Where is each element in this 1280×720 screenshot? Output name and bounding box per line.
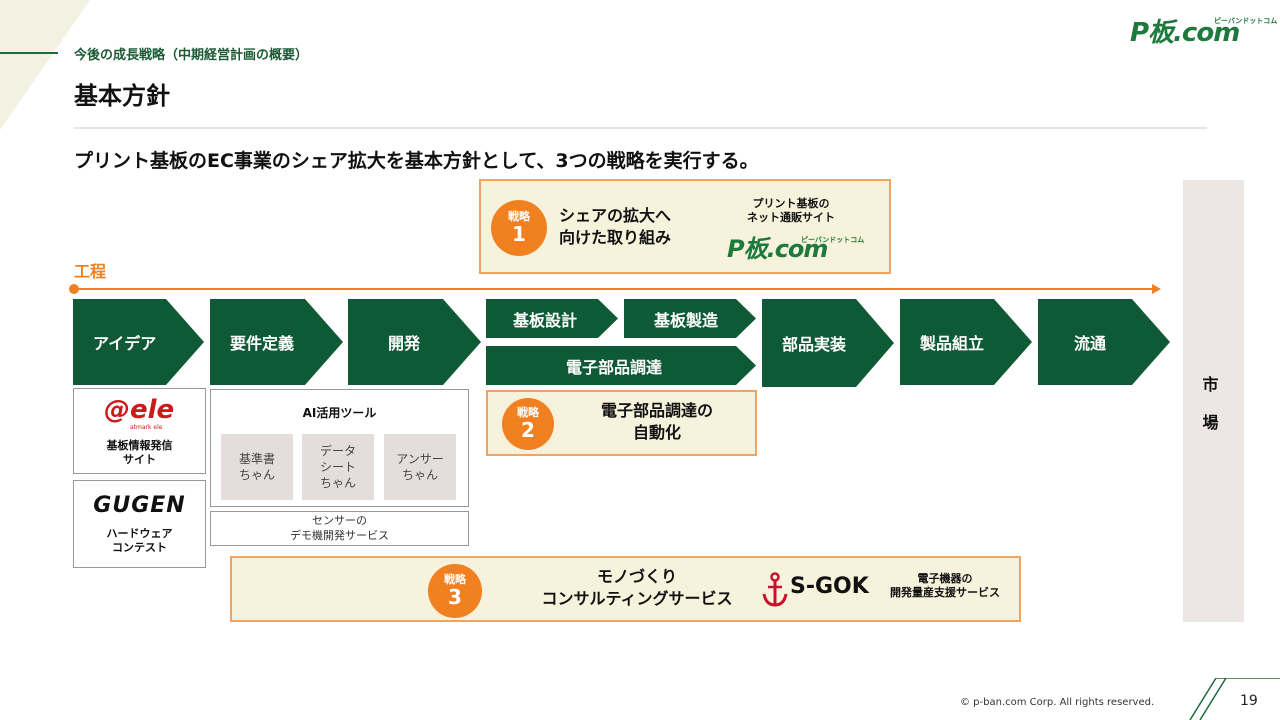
tool-answer: アンサー ちゃん — [384, 434, 456, 500]
title-accent-line — [0, 52, 58, 54]
gugen-caption: ハードウェア コンテスト — [74, 527, 205, 556]
step-parts-procurement-label: 電子部品調達 — [565, 357, 662, 377]
strategy1-badge: 戦略 1 — [491, 200, 547, 256]
sensor-demo-card: センサーの デモ機開発サービス — [210, 511, 469, 546]
atele-logo-sub: atmark ele — [130, 424, 163, 431]
market-label: 市 場 — [1180, 366, 1241, 442]
strategy1-description: プリント基板の ネット通販サイト — [731, 197, 851, 226]
strategy1-title-line1: シェアの拡大へ — [559, 206, 672, 225]
strategy3-description: 電子機器の 開発量産支援サービス — [880, 572, 1010, 601]
step-parts-procurement: 電子部品調達 — [486, 346, 756, 385]
page-title: 基本方針 — [74, 82, 170, 110]
logo-kana: ピーバンドットコム — [1214, 17, 1278, 25]
strategy2-title-line1: 電子部品調達の — [600, 401, 713, 420]
strategy3-title-line1: モノづくり — [596, 567, 677, 586]
sgok-logo: S-GOK — [790, 574, 869, 599]
strategy3-badge-number: 3 — [448, 585, 462, 610]
title-divider — [74, 127, 1207, 129]
strategy3-title-line2: コンサルティングサービス — [541, 588, 733, 608]
atele-caption: 基板情報発信 サイト — [74, 439, 205, 468]
step-development: 開発 — [348, 299, 481, 385]
strategy2-title-line2: 自動化 — [632, 422, 681, 442]
sensor-demo-line1: センサーの — [312, 514, 367, 527]
tool-kijunsho-line2: ちゃん — [238, 468, 275, 482]
market-label-line1: 市 — [1202, 375, 1219, 394]
strategy3-desc-line1: 電子機器の — [917, 572, 973, 585]
strategy2-badge-label: 戦略 — [517, 405, 539, 419]
step-board-design: 基板設計 — [486, 299, 618, 338]
strategy3-badge-label: 戦略 — [444, 572, 466, 586]
step-assembly-label: 製品組立 — [920, 334, 985, 353]
process-arrow-head — [1152, 284, 1161, 294]
tool-answer-line2: ちゃん — [401, 468, 438, 482]
sensor-demo-caption: センサーの デモ機開発サービス — [211, 514, 468, 544]
gugen-logo: GUGEN — [93, 493, 186, 518]
gugen-caption-line2: コンテスト — [112, 541, 167, 555]
tool-datasheet-line3: ちゃん — [319, 476, 356, 491]
strategy1-title-line2: 向けた取り組み — [559, 227, 672, 247]
step-parts-mounting: 部品実装 — [762, 299, 894, 387]
strategy2-badge: 戦略 2 — [502, 398, 554, 450]
tool-kijunsho-line1: 基準書 — [238, 451, 275, 466]
step-idea-label: アイデア — [93, 334, 157, 353]
step-distribution-label: 流通 — [1074, 334, 1107, 353]
strategy3-title: モノづくり コンサルティングサービス — [502, 566, 772, 609]
process-label: 工程 — [74, 262, 107, 281]
strategy3-desc-line2: 開発量産支援サービス — [890, 586, 1000, 600]
strategy1-badge-number: 1 — [512, 222, 526, 247]
tool-datasheet-line2: シート — [319, 459, 356, 474]
gugen-card: GUGEN ハードウェア コンテスト — [73, 480, 206, 568]
strategy1-desc-line2: ネット通販サイト — [747, 211, 835, 225]
step-distribution: 流通 — [1038, 299, 1170, 385]
step-assembly: 製品組立 — [900, 299, 1032, 385]
step-development-label: 開発 — [388, 334, 421, 353]
atele-caption-line1: 基板情報発信 — [106, 439, 173, 452]
logo-text: P板.com — [1130, 18, 1240, 48]
footer-stripes — [1189, 678, 1280, 720]
tool-datasheet: データ シート ちゃん — [302, 434, 374, 500]
step-parts-mounting-label: 部品実装 — [782, 335, 847, 354]
strategy1-logo-kana: ピーバンドットコム — [801, 236, 865, 244]
process-arrow-line — [74, 288, 1156, 290]
tool-datasheet-line1: データ — [319, 443, 356, 458]
market-column — [1183, 180, 1244, 622]
footer-copyright: © p-ban.com Corp. All rights reserved. — [960, 697, 1155, 708]
strategy2-box: 戦略 2 電子部品調達の 自動化 — [486, 390, 757, 456]
step-requirements: 要件定義 — [210, 299, 343, 385]
anchor-icon — [762, 572, 788, 607]
step-idea: アイデア — [73, 299, 204, 385]
section-subtitle: 今後の成長戦略（中期経営計画の概要） — [74, 48, 309, 63]
step-board-design-label: 基板設計 — [512, 310, 577, 330]
step-board-manufacturing: 基板製造 — [624, 299, 756, 338]
atele-logo: @ele — [104, 395, 175, 425]
company-logo: ピーバンドットコム P板.com — [1130, 16, 1277, 48]
strategy1-badge-label: 戦略 — [508, 209, 530, 223]
headline: プリント基板のEC事業のシェア拡大を基本方針として、3つの戦略を実行する。 — [74, 150, 759, 172]
strategy1-logo: P板.com — [727, 235, 828, 263]
market-label-line2: 場 — [1202, 413, 1219, 432]
step-board-manufacturing-label: 基板製造 — [653, 310, 718, 330]
strategy1-title: シェアの拡大へ 向けた取り組み — [559, 205, 671, 248]
strategy1-desc-line1: プリント基板の — [752, 197, 830, 210]
corner-decoration — [0, 0, 90, 130]
sensor-demo-line2: デモ機開発サービス — [290, 528, 389, 542]
page-number: 19 — [1240, 693, 1258, 709]
ai-tools-card: AI活用ツール 基準書 ちゃん データ シート ちゃん アンサー ちゃん — [210, 389, 469, 507]
strategy2-title: 電子部品調達の 自動化 — [574, 400, 740, 443]
atele-card: @ele atmark ele 基板情報発信 サイト — [73, 388, 206, 474]
gugen-caption-line1: ハードウェア — [106, 527, 173, 540]
tool-answer-line1: アンサー — [396, 451, 444, 466]
ai-tools-title: AI活用ツール — [302, 406, 377, 420]
strategy3-badge: 戦略 3 — [428, 564, 482, 618]
strategy3-box: 戦略 3 モノづくり コンサルティングサービス S-GOK 電子機器の 開発量産… — [230, 556, 1021, 622]
strategy2-badge-number: 2 — [521, 418, 535, 443]
tool-kijunsho: 基準書 ちゃん — [221, 434, 293, 500]
step-requirements-label: 要件定義 — [230, 334, 295, 353]
atele-caption-line2: サイト — [123, 453, 156, 467]
strategy1-box: 戦略 1 シェアの拡大へ 向けた取り組み プリント基板の ネット通販サイト ピー… — [479, 179, 891, 274]
